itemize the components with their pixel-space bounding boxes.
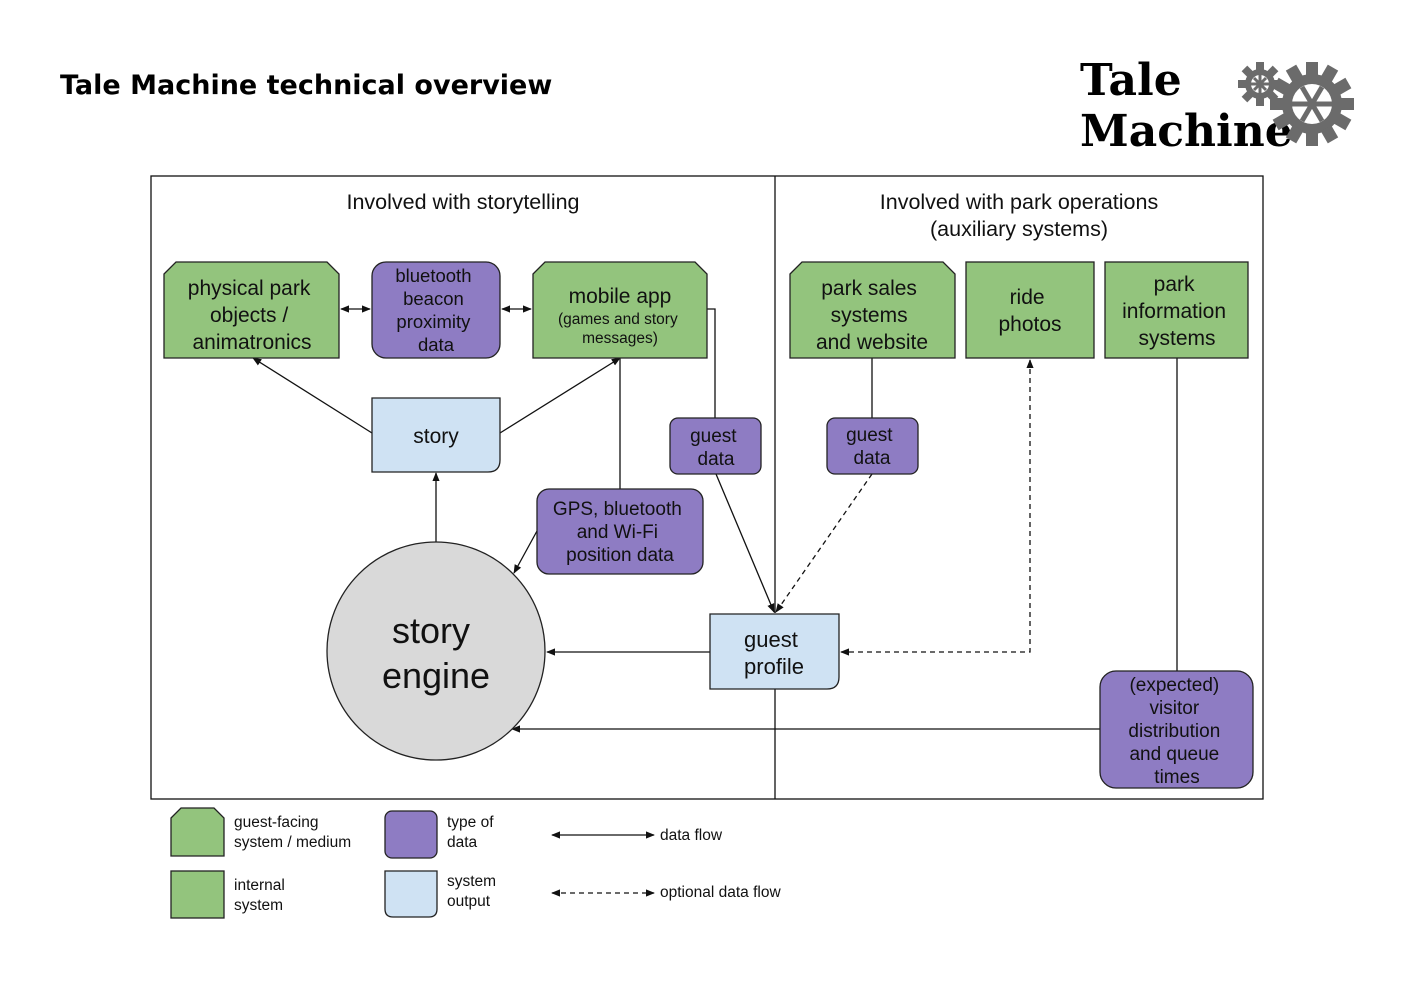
connections	[252, 305, 1178, 733]
diagram-frame	[150, 175, 1264, 800]
physical-park-objects-node: physical park objects / animatronics	[163, 261, 340, 359]
park-sales-systems-node: park sales systems and website	[789, 261, 956, 359]
svg-text:type of data: type of data	[447, 814, 498, 851]
ride-photos-line-1: ride	[1010, 286, 1045, 309]
guest-profile-node: guest profile	[709, 613, 840, 690]
svg-text:park information s: park information systems	[1122, 273, 1232, 350]
svg-text:guest profile: guest profile	[744, 627, 804, 679]
visitor-line-4: and queue	[1129, 744, 1219, 765]
sales-line-2: systems	[831, 304, 908, 327]
svg-text:GPS, bluetooth and Wi-Fi: GPS, bluetooth and Wi-Fi position data	[553, 499, 687, 566]
legend-data-flow-label: data flow	[660, 827, 723, 844]
storytelling-heading: Involved with storytelling	[346, 190, 579, 214]
operations-subheading: (auxiliary systems)	[930, 217, 1108, 241]
svg-text:(expected) visitor: (expected) visitor distribution and queu…	[1128, 675, 1225, 788]
legend-data-type-line-1: type of	[447, 814, 494, 831]
svg-text:ride photos: ride photos	[998, 286, 1061, 336]
guest-data-left-line-2: data	[698, 449, 735, 470]
legend-data-type: type of data	[384, 810, 498, 859]
legend-internal-line-1: internal	[234, 877, 285, 894]
guest-profile-line-2: profile	[744, 654, 804, 679]
legend-data-flow: data flow	[551, 827, 723, 844]
page-title: Tale Machine technical overview	[60, 70, 552, 101]
guest-data-left-node: guest data	[669, 417, 762, 475]
sales-line-1: park sales	[821, 277, 917, 300]
visitor-line-5: times	[1154, 767, 1199, 788]
bluetooth-line-3: proximity	[396, 311, 471, 332]
guest-data-right-line-2: data	[854, 448, 891, 469]
physical-line-2: objects /	[210, 304, 288, 327]
legend-internal: internal system	[170, 870, 289, 919]
guest-profile-line-1: guest	[744, 627, 798, 652]
ride-photos-line-2: photos	[998, 313, 1061, 336]
svg-text:guest data: guest data	[846, 425, 898, 469]
park-info-line-3: systems	[1138, 327, 1215, 350]
visitor-line-2: visitor	[1150, 698, 1200, 719]
mobile-app-sub-1: (games and story	[558, 311, 678, 328]
bluetooth-beacon-data-node: bluetooth beacon proximity data	[371, 261, 501, 359]
svg-text:(games and story message: (games and story messages)	[558, 311, 682, 347]
physical-line-3: animatronics	[192, 331, 311, 354]
park-information-systems-node: park information systems	[1104, 261, 1249, 359]
visitor-line-3: distribution	[1128, 721, 1220, 742]
story-engine-line-1: story	[392, 610, 470, 651]
mobile-app-sub-2: messages)	[582, 330, 658, 347]
position-line-2: and Wi-Fi	[577, 522, 658, 543]
legend-system-output: system output	[384, 870, 500, 918]
legend-system-output-line-2: output	[447, 893, 491, 910]
svg-text:guest-facing system /: guest-facing system / medium	[234, 814, 351, 851]
legend-guest-facing-line-1: guest-facing	[234, 814, 318, 831]
visitor-distribution-node: (expected) visitor distribution and queu…	[1099, 670, 1254, 789]
legend-guest-facing-line-2: system / medium	[234, 834, 351, 851]
logo-line-1: Tale	[1080, 55, 1182, 106]
svg-text:physical park objects /: physical park objects / animatronics	[188, 277, 316, 354]
legend-optional-flow: optional data flow	[551, 884, 781, 901]
position-data-node: GPS, bluetooth and Wi-Fi position data	[536, 488, 704, 575]
visitor-line-1: (expected)	[1129, 675, 1219, 696]
mobile-app-node: mobile app (games and story messages)	[532, 261, 708, 359]
guest-data-left-line-1: guest	[690, 426, 737, 447]
guest-data-right-node: guest data	[826, 417, 919, 475]
story-engine-node: story engine	[326, 541, 546, 761]
position-line-3: position data	[566, 545, 674, 566]
legend: guest-facing system / medium internal sy…	[170, 807, 781, 919]
legend-internal-line-2: system	[234, 897, 283, 914]
svg-text:park sales systems: park sales systems and website	[816, 277, 928, 354]
park-info-line-1: park	[1154, 273, 1195, 296]
svg-text:system output: system output	[447, 873, 500, 910]
svg-text:bluetooth beacon p: bluetooth beacon proximity data	[395, 265, 476, 355]
svg-text:story engine: story engine	[382, 610, 490, 696]
mobile-app-title: mobile app	[569, 285, 672, 308]
legend-system-output-line-1: system	[447, 873, 496, 890]
ride-photos-node: ride photos	[965, 261, 1095, 359]
story-node: story	[371, 397, 501, 473]
gears-icon	[1238, 62, 1354, 146]
guest-data-right-line-1: guest	[846, 425, 893, 446]
bluetooth-line-1: bluetooth	[395, 265, 471, 286]
logo: Tale Machine	[1080, 55, 1354, 157]
legend-guest-facing: guest-facing system / medium	[170, 807, 351, 857]
physical-line-1: physical park	[188, 277, 311, 300]
svg-text:internal system: internal system	[234, 877, 289, 914]
bluetooth-line-2: beacon	[403, 288, 464, 309]
story-label: story	[413, 425, 459, 448]
operations-heading: Involved with park operations	[880, 190, 1158, 214]
legend-optional-flow-label: optional data flow	[660, 884, 781, 901]
logo-line-2: Machine	[1080, 106, 1293, 157]
svg-text:guest data: guest data	[690, 426, 742, 470]
park-info-line-2: information	[1122, 300, 1226, 323]
story-engine-line-2: engine	[382, 655, 490, 696]
sales-line-3: and website	[816, 331, 928, 354]
bluetooth-line-4: data	[418, 334, 455, 355]
legend-data-type-line-2: data	[447, 834, 478, 851]
position-line-1: GPS, bluetooth	[553, 499, 682, 520]
